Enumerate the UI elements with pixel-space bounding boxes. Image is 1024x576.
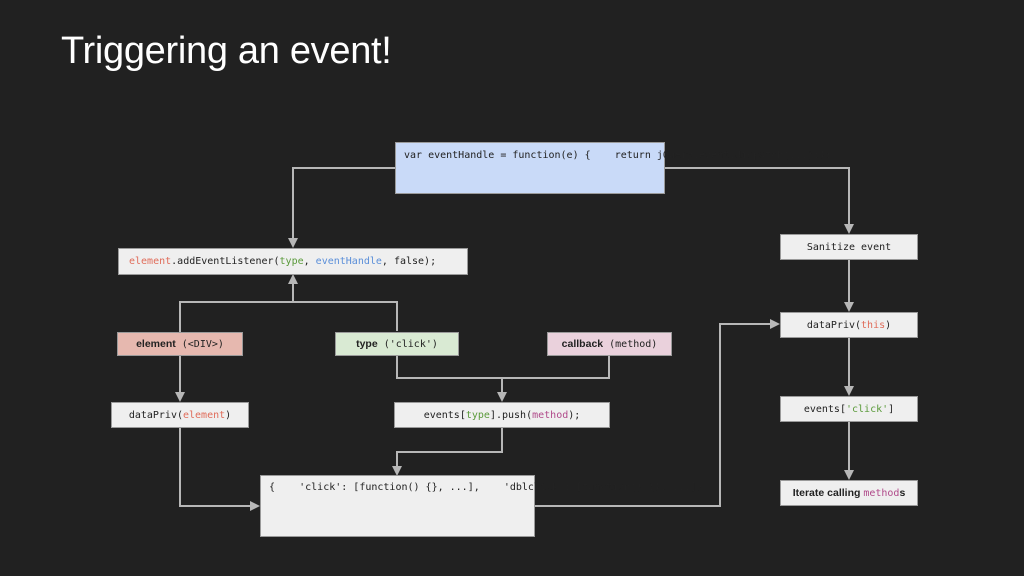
callback-method-node: callback (method) — [547, 332, 672, 356]
connector-datapriv-to-object — [179, 428, 260, 511]
events-object-line-3: 'dblclick': [function() {}, ...] — [479, 482, 697, 493]
event-handle-line-2: return jQuery.event.dispatch(...); — [590, 150, 820, 161]
events-push-1: events[ — [423, 409, 466, 421]
datapriv-element-fn: dataPriv( — [128, 409, 183, 421]
callback-bold: callback — [561, 338, 604, 350]
events-object-node: { 'click': [function() {}, ...], 'dblcli… — [260, 475, 703, 537]
token-event-handle: eventHandle — [315, 256, 382, 267]
connector-type-callback-merge — [396, 356, 610, 379]
connector-push-to-object — [392, 428, 503, 476]
sanitize-event-node: Sanitize event — [780, 234, 918, 260]
events-click-key: 'click' — [845, 403, 889, 415]
element-div-rest: (<DIV>) — [175, 338, 224, 350]
callback-rest: (method) — [603, 338, 658, 350]
element-div-bold: element — [136, 338, 176, 350]
connector-handle-to-sanitize — [665, 167, 854, 234]
event-handle-line-3: }; — [819, 150, 832, 161]
token-comma: , — [303, 256, 316, 267]
add-event-listener-node: element.addEventListener(type, eventHand… — [118, 248, 468, 275]
iterate-suffix: s — [899, 487, 906, 499]
events-click-1: events[ — [803, 403, 846, 415]
datapriv-element-arg: element — [183, 409, 226, 421]
events-push-3: ].push( — [489, 409, 533, 421]
events-click-node: events['click'] — [780, 396, 918, 422]
connector-element-type-merge — [179, 301, 398, 331]
datapriv-this-fn: dataPriv( — [806, 319, 862, 331]
events-push-method: method — [532, 409, 569, 421]
datapriv-this-arg: this — [861, 319, 886, 331]
iterate-method: method — [863, 487, 900, 499]
token-false: , false); — [381, 256, 437, 267]
type-click-bold: type — [356, 338, 378, 350]
token-add-listener: .addEventListener( — [171, 256, 280, 267]
token-type: type — [279, 256, 304, 267]
events-push-type: type — [465, 409, 490, 421]
connector-handle-to-listener — [288, 167, 396, 248]
type-click-rest: ('click') — [377, 338, 438, 350]
datapriv-element-close: ) — [225, 409, 232, 421]
token-element: element — [129, 256, 172, 267]
events-object-line-4: } — [696, 482, 703, 493]
events-object-line-1: { — [269, 482, 276, 493]
datapriv-this-close: ) — [885, 319, 892, 331]
slide-title: Triggering an event! — [61, 30, 392, 72]
type-click-node: type ('click') — [335, 332, 459, 356]
events-click-3: ] — [888, 403, 895, 415]
datapriv-element-node: dataPriv(element) — [111, 402, 249, 428]
connector-object-to-datapriv-this — [535, 319, 780, 507]
events-push-5: ); — [568, 409, 581, 421]
events-push-node: events[type].push(method); — [394, 402, 610, 428]
event-handle-node: var eventHandle = function(e) { return j… — [395, 142, 831, 194]
events-object-line-2: 'click': [function() {}, ...], — [275, 482, 480, 493]
element-div-node: element (<DIV>) — [117, 332, 243, 356]
datapriv-this-node: dataPriv(this) — [780, 312, 918, 338]
iterate-label: Iterate calling — [792, 487, 864, 499]
event-handle-line-1: var eventHandle = function(e) { — [404, 150, 591, 161]
sanitize-event-label: Sanitize event — [806, 241, 892, 253]
